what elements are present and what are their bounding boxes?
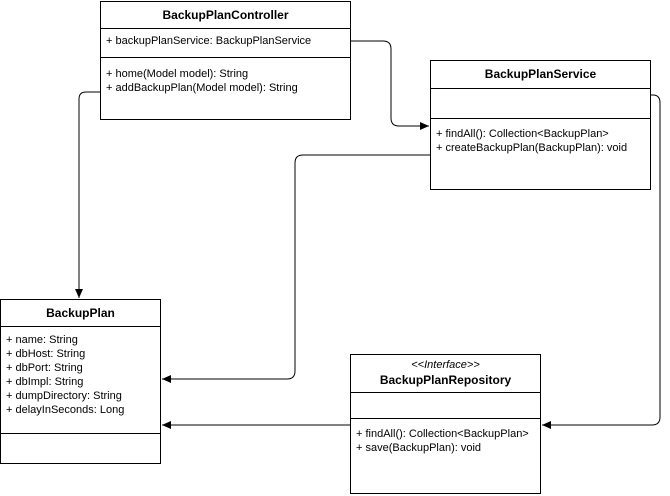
attribute-delayinseconds: + delayInSeconds: Long	[6, 404, 125, 416]
edge-service-to-plan	[162, 154, 430, 383]
class-name: BackupPlanController	[162, 8, 289, 22]
class-backupplanservice[interactable]: BackupPlanService + findAll(): Collectio…	[430, 60, 651, 190]
class-name: BackupPlanService	[484, 67, 597, 81]
attribute-dbhost: + dbHost: String	[6, 348, 86, 360]
operation-createbackupplan: + createBackupPlan(BackupPlan): void	[436, 142, 628, 154]
attribute-backupplanservice: + backupPlanService: BackupPlanService	[106, 35, 312, 47]
edge-controller-to-service	[351, 40, 429, 130]
attributes-empty	[431, 89, 650, 119]
class-backupplanrepository[interactable]: <<Interface>> BackupPlanRepository + fin…	[350, 354, 541, 494]
stereotype-label: <<Interface>>	[411, 359, 480, 371]
edge-controller-to-plan	[75, 91, 100, 298]
class-name: BackupPlan	[46, 306, 115, 320]
operation-addbackupplan: + addBackupPlan(Model model): String	[106, 82, 298, 94]
class-name: BackupPlanRepository	[379, 373, 512, 387]
attribute-dbport: + dbPort: String	[6, 362, 83, 374]
attribute-dumpdirectory: + dumpDirectory: String	[6, 390, 122, 402]
operation-findall: + findAll(): Collection<BackupPlan>	[356, 428, 529, 440]
class-backupplancontroller[interactable]: BackupPlanController + backupPlanService…	[100, 1, 351, 120]
attribute-name: + name: String	[6, 334, 78, 346]
attributes-empty	[351, 393, 540, 419]
attribute-dbimpl: + dbImpl: String	[6, 376, 84, 388]
operation-home: + home(Model model): String	[106, 68, 249, 80]
edge-service-to-repository	[542, 94, 661, 429]
operation-save: + save(BackupPlan): void	[356, 442, 482, 454]
operation-findall: + findAll(): Collection<BackupPlan>	[436, 128, 609, 140]
class-backupplan[interactable]: BackupPlan + name: String + dbHost: Stri…	[0, 299, 161, 464]
